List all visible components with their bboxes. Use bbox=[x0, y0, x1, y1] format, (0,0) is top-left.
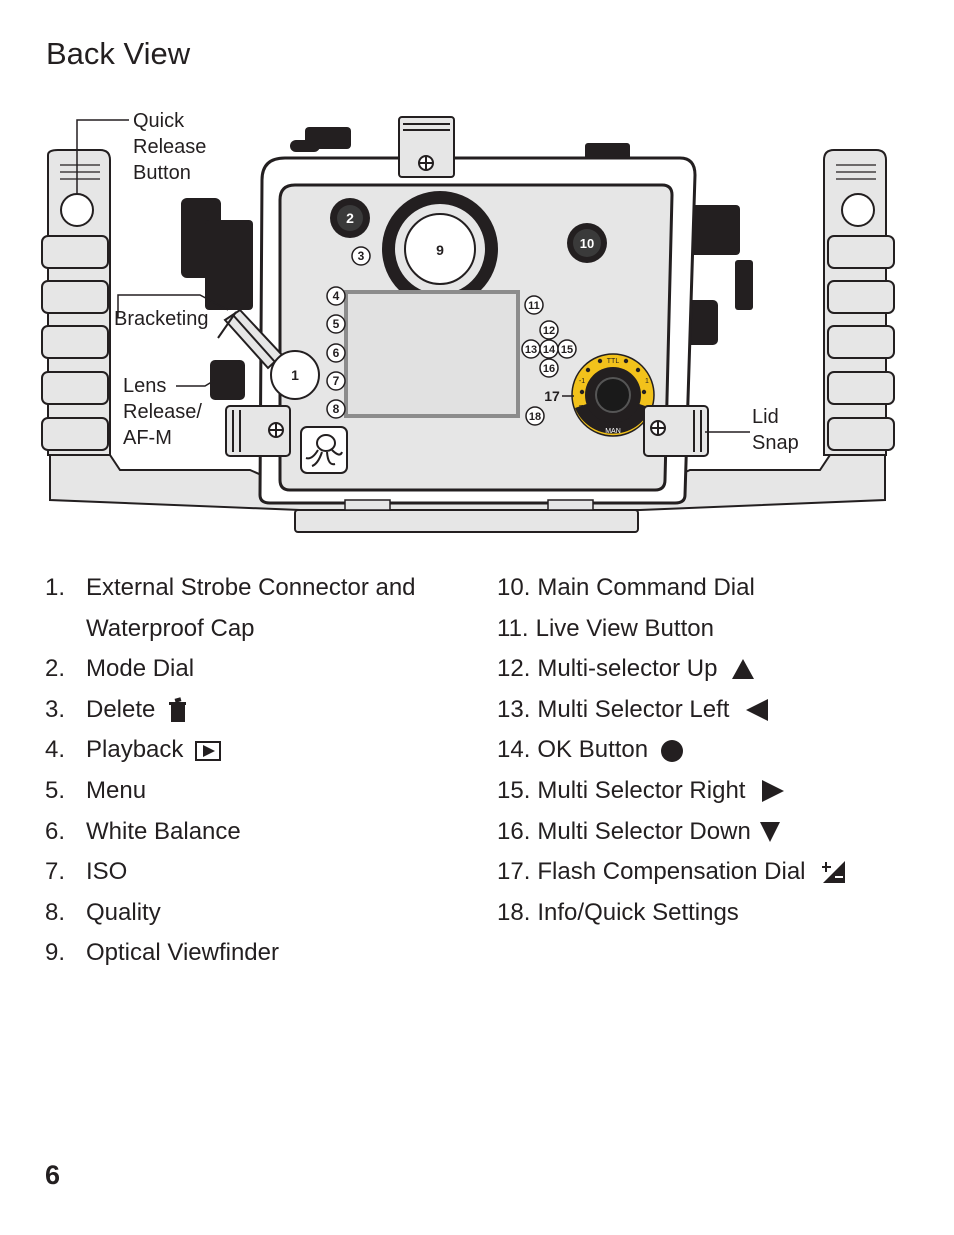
quick-release-button-right-icon bbox=[841, 193, 875, 227]
callout-number-3: 3 bbox=[358, 249, 365, 263]
callout-number-12: 12 bbox=[543, 325, 555, 337]
callout-number-6: 6 bbox=[333, 346, 340, 360]
callout-number-13: 13 bbox=[525, 344, 537, 356]
lcd-screen bbox=[344, 290, 520, 418]
callout-number-1: 1 bbox=[291, 367, 299, 383]
callout-number-11: 11 bbox=[528, 300, 540, 312]
quick-release-button-icon bbox=[60, 193, 94, 227]
callout-bracketing: Bracketing bbox=[114, 308, 209, 330]
list-item: 7.ISO bbox=[45, 858, 128, 886]
list-item: 12.Multi-selector Up bbox=[497, 649, 937, 690]
right-handle bbox=[823, 149, 895, 456]
trash-icon bbox=[169, 697, 187, 723]
top-latch bbox=[398, 116, 455, 178]
callout-leader-lines bbox=[76, 119, 750, 433]
callout-lid-snap: Lid Snap bbox=[752, 406, 799, 454]
callout-number-8: 8 bbox=[333, 402, 340, 416]
callout-number-4: 4 bbox=[333, 289, 340, 303]
triangle-down-icon bbox=[759, 821, 780, 842]
triangle-up-icon bbox=[732, 659, 755, 680]
callout-number-5: 5 bbox=[333, 317, 340, 331]
dial-label-f: F bbox=[579, 405, 583, 412]
callout-number-18: 18 bbox=[529, 411, 541, 423]
callout-number-10: 10 bbox=[580, 236, 594, 251]
left-button-numbers: 3 4 5 6 7 8 bbox=[326, 246, 371, 419]
list-item: 16.Multi Selector Down bbox=[497, 812, 937, 853]
list-item: 3.Delete bbox=[45, 690, 465, 731]
right-button-numbers: 11 12 13 14 15 16 18 bbox=[521, 295, 577, 426]
callout-number-16: 16 bbox=[543, 363, 555, 375]
left-lid-latch bbox=[225, 405, 291, 457]
list-item: 8.Quality bbox=[45, 898, 161, 926]
filled-circle-icon bbox=[661, 739, 684, 762]
callout-number-17: 17 bbox=[544, 388, 560, 404]
callout-number-14: 14 bbox=[543, 344, 556, 356]
housing-back-view-diagram: 9 2 10 3 4 5 6 7 8 11 12 13 14 15 16 bbox=[0, 100, 954, 540]
callout-number-9: 9 bbox=[436, 242, 444, 258]
list-item: Waterproof Cap bbox=[86, 614, 255, 642]
list-item: 1.External Strobe Connector and bbox=[45, 574, 416, 601]
callout-quick-release-button: Quick Release Button bbox=[133, 110, 207, 184]
left-handle bbox=[41, 149, 111, 456]
list-item: 18.Info/Quick Settings bbox=[497, 898, 739, 926]
page-number: 6 bbox=[45, 1160, 61, 1190]
list-item: 6.White Balance bbox=[45, 817, 241, 845]
triangle-left-icon bbox=[746, 699, 769, 722]
brand-logo bbox=[300, 426, 348, 474]
list-item: 14.OK Button bbox=[497, 730, 937, 771]
dial-label-ttl: TTL bbox=[607, 358, 620, 365]
callout-number-2: 2 bbox=[346, 210, 354, 226]
dial-label-minus1: -1 bbox=[579, 378, 585, 385]
parts-list-right: 10.Main Command Dial 11.Live View Button… bbox=[497, 568, 937, 933]
dial-label-plus1: 1 bbox=[645, 378, 649, 385]
flash-compensation-dial: TTL MAN F -1 1 bbox=[571, 353, 655, 437]
plus-minus-icon bbox=[821, 861, 845, 884]
list-item: 11.Live View Button bbox=[497, 614, 714, 642]
strobe-connector bbox=[217, 308, 320, 400]
list-item: 15.Multi Selector Right bbox=[497, 771, 937, 812]
list-item: 2.Mode Dial bbox=[45, 655, 195, 683]
list-item: 9.Optical Viewfinder bbox=[45, 939, 279, 967]
right-lid-latch bbox=[643, 405, 709, 457]
list-item: 13.Multi Selector Left bbox=[497, 690, 937, 731]
play-box-icon bbox=[195, 740, 222, 761]
callout-lens-release: Lens Release/ AF-M bbox=[123, 375, 202, 449]
triangle-right-icon bbox=[762, 780, 785, 803]
list-item: 4.Playback bbox=[45, 730, 465, 771]
list-item: 5.Menu bbox=[45, 776, 147, 804]
dial-label-man: MAN bbox=[605, 428, 621, 435]
callout-number-7: 7 bbox=[333, 374, 340, 388]
list-item: 17.Flash Compensation Dial bbox=[497, 852, 937, 893]
callout-number-15: 15 bbox=[561, 344, 573, 356]
parts-list-left: 1.External Strobe Connector and Waterpro… bbox=[45, 568, 465, 974]
page-title: Back View bbox=[46, 36, 191, 71]
list-item: 10.Main Command Dial bbox=[497, 574, 755, 601]
